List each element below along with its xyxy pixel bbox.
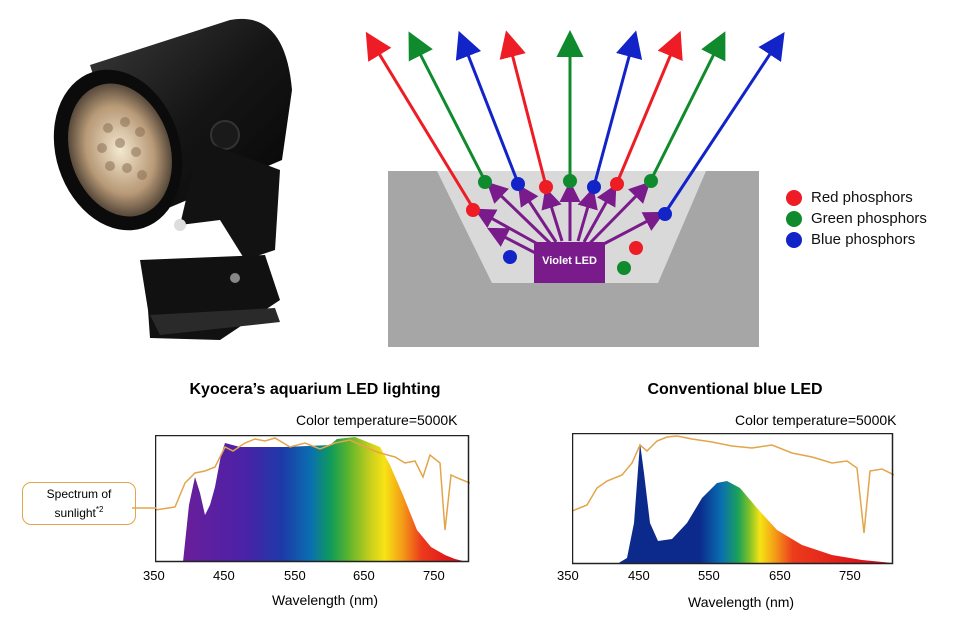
green-dot-icon [786, 210, 802, 227]
right-xtick: 750 [839, 568, 861, 583]
kyocera-spectrum-area [183, 437, 467, 562]
legend-label: Blue phosphors [811, 231, 916, 248]
violet-led-chip [534, 242, 605, 283]
left-xtick: 550 [284, 568, 306, 583]
right-chart-frame [572, 433, 894, 565]
left-chart-title: Kyocera’s aquarium LED lighting [189, 381, 441, 398]
callout-pointer [132, 507, 156, 509]
sunlight-spectrum-curve-right [572, 435, 894, 534]
phosphor-diagram [365, 30, 785, 347]
violet-led-label: Violet LED [542, 255, 597, 267]
aquarium-lamp-image [53, 18, 292, 340]
legend-blue-phosphors: Blue phosphors [786, 231, 915, 248]
right-xtick: 650 [769, 568, 791, 583]
left-xtick: 450 [213, 568, 235, 583]
left-chart-frame [155, 435, 470, 563]
left-color-temperature: Color temperature=5000K [296, 412, 458, 428]
callout-line1: Spectrum of [46, 487, 112, 501]
right-xtick: 350 [557, 568, 579, 583]
legend-label: Green phosphors [811, 210, 927, 227]
left-xtick: 350 [143, 568, 165, 583]
blue-dot-icon [786, 231, 802, 248]
right-xlabel: Wavelength (nm) [688, 594, 795, 610]
left-spectrum-chart [155, 435, 470, 563]
right-color-temperature: Color temperature=5000K [735, 412, 897, 428]
red-dot-icon [786, 189, 802, 206]
sunlight-callout: Spectrum of sunlight*2 [22, 482, 136, 525]
sunlight-spectrum-curve [155, 437, 470, 531]
callout-line2: sunlight [54, 506, 96, 520]
right-chart-title: Conventional blue LED [647, 381, 823, 398]
right-xtick: 550 [698, 568, 720, 583]
legend-green-phosphors: Green phosphors [786, 210, 927, 227]
right-spectrum-chart [572, 433, 894, 565]
blue-led-spectrum-area [617, 443, 892, 564]
legend-red-phosphors: Red phosphors [786, 189, 913, 206]
left-xlabel: Wavelength (nm) [272, 592, 379, 608]
legend-label: Red phosphors [811, 189, 913, 206]
left-xtick: 650 [353, 568, 375, 583]
left-xtick: 750 [423, 568, 445, 583]
right-xtick: 450 [628, 568, 650, 583]
callout-footnote: *2 [95, 505, 104, 514]
